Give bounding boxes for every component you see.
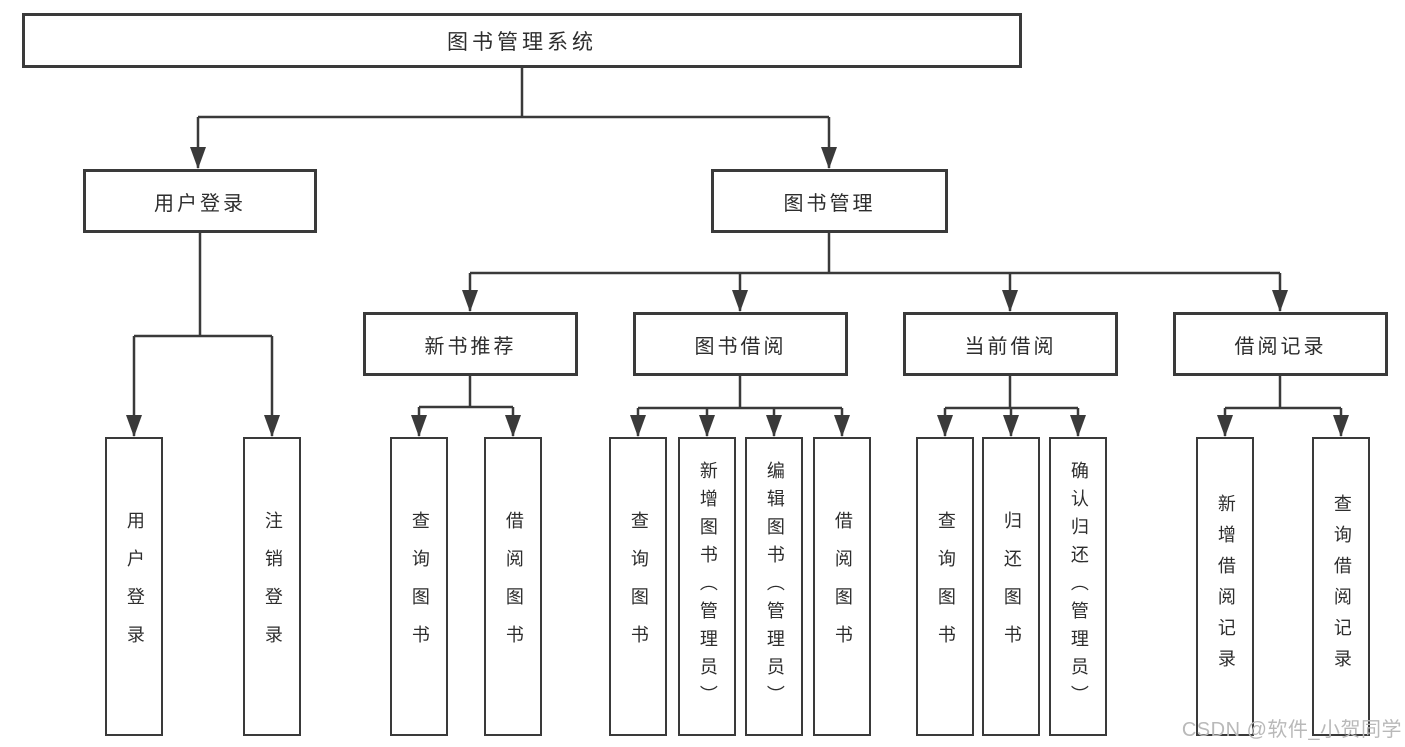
node-br-query-record: 查询借阅记录 — [1312, 437, 1370, 736]
arrowhead-icon — [1272, 290, 1288, 312]
node-label: 图书管理系统 — [447, 30, 597, 54]
node-label: 新增图书（管理员） — [697, 460, 718, 713]
arrowhead-icon — [264, 415, 280, 437]
node-label: 图书管理 — [783, 192, 876, 215]
arrowhead-icon — [411, 415, 427, 437]
node-leaf-logout: 注销登录 — [243, 437, 301, 736]
arrowhead-icon — [1070, 415, 1086, 437]
node-label: 借阅记录 — [1234, 335, 1327, 358]
arrowhead-icon — [1003, 415, 1019, 437]
arrowhead-icon — [505, 415, 521, 437]
arrowhead-icon — [937, 415, 953, 437]
node-user-login: 用户登录 — [83, 169, 317, 233]
node-bb-borrow-books: 借阅图书 — [813, 437, 871, 736]
node-rec-borrow-books: 借阅图书 — [484, 437, 542, 736]
arrowhead-icon — [766, 415, 782, 437]
arrowhead-icon — [699, 415, 715, 437]
node-label: 新书推荐 — [424, 335, 517, 358]
node-borrowing-records: 借阅记录 — [1173, 312, 1388, 376]
node-label: 用户登录 — [124, 510, 145, 663]
arrowhead-icon — [190, 147, 206, 169]
node-label: 查询图书 — [409, 510, 430, 663]
node-label: 归还图书 — [1001, 510, 1022, 663]
node-label: 用户登录 — [154, 192, 246, 215]
node-cb-confirm-return-admin: 确认归还（管理员） — [1049, 437, 1107, 736]
node-book-borrowing: 图书借阅 — [633, 312, 848, 376]
node-cb-return-books: 归还图书 — [982, 437, 1040, 736]
node-rec-query-books: 查询图书 — [390, 437, 448, 736]
node-label: 查询图书 — [935, 510, 956, 663]
node-label: 确认归还（管理员） — [1068, 460, 1089, 713]
node-current-borrowing: 当前借阅 — [903, 312, 1118, 376]
node-label: 借阅图书 — [503, 510, 524, 663]
node-book-management: 图书管理 — [711, 169, 948, 233]
node-bb-edit-books-admin: 编辑图书（管理员） — [745, 437, 803, 736]
arrowhead-icon — [1002, 290, 1018, 312]
node-label: 新增借阅记录 — [1215, 493, 1236, 680]
node-label: 查询图书 — [628, 510, 649, 663]
node-label: 图书借阅 — [694, 335, 787, 358]
node-leaf-user-login: 用户登录 — [105, 437, 163, 736]
connector-path — [132, 68, 1343, 436]
arrowhead-icon — [1217, 415, 1233, 437]
node-bb-add-books-admin: 新增图书（管理员） — [678, 437, 736, 736]
node-label: 当前借阅 — [964, 335, 1057, 358]
arrowhead-icon — [1333, 415, 1349, 437]
node-br-add-record: 新增借阅记录 — [1196, 437, 1254, 736]
arrowhead-icon — [834, 415, 850, 437]
node-bb-query-books: 查询图书 — [609, 437, 667, 736]
arrowhead-icon — [462, 290, 478, 312]
node-new-book-recommendation: 新书推荐 — [363, 312, 578, 376]
arrowhead-icon — [126, 415, 142, 437]
node-library-management-system: 图书管理系统 — [22, 13, 1022, 68]
csdn-watermark: CSDN @软件_小贺同学 — [1181, 719, 1402, 741]
node-cb-query-books: 查询图书 — [916, 437, 974, 736]
node-label: 借阅图书 — [832, 510, 853, 663]
node-label: 查询借阅记录 — [1331, 493, 1352, 680]
node-label: 编辑图书（管理员） — [764, 460, 785, 713]
arrowhead-icon — [732, 290, 748, 312]
node-label: 注销登录 — [262, 510, 283, 663]
arrowhead-icon — [821, 147, 837, 169]
arrowhead-icon — [630, 415, 646, 437]
arrowheads — [126, 147, 1349, 437]
